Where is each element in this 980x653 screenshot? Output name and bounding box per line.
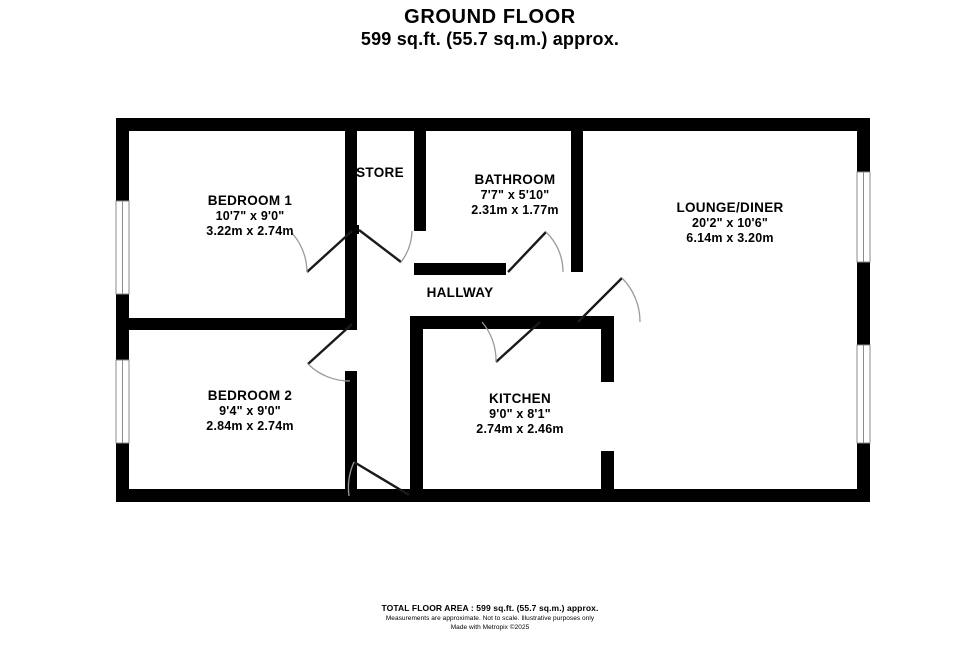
room-dim-imperial-kitchen: 9'0" x 8'1" (489, 407, 551, 421)
wall-partition-store-bathroom (414, 118, 426, 231)
doors-group (291, 229, 641, 497)
footer-credit: Made with Metropix ©2025 (450, 624, 530, 631)
wall-exterior-top (116, 118, 870, 131)
wall-kitchen-top (410, 316, 546, 329)
room-name-store: STORE (356, 165, 404, 180)
door-lounge (577, 277, 641, 323)
wall-exterior-bottom (116, 489, 870, 502)
door-bedroom2 (307, 323, 353, 382)
room-name-bathroom: BATHROOM (474, 172, 556, 187)
room-name-lounge: LOUNGE/DINER (676, 200, 784, 215)
wall-partition-bedroom1-store (345, 118, 357, 231)
walls-group (116, 118, 870, 502)
room-dim-metric-lounge: 6.14m x 3.20m (686, 231, 774, 245)
wall-bathroom-bottom (414, 263, 506, 275)
wall-partition-bedroom1-bedroom2 (116, 318, 353, 330)
plan-title-block: GROUND FLOOR 599 sq.ft. (55.7 sq.m.) app… (0, 6, 980, 50)
wall-kitchen-right-lower (601, 451, 614, 502)
wall-kitchen-right-upper (601, 316, 614, 382)
room-dim-metric-bedroom1: 3.22m x 2.74m (206, 224, 294, 238)
room-label-store: STORE (330, 165, 430, 181)
room-name-hallway: HALLWAY (426, 285, 494, 300)
room-dim-metric-kitchen: 2.74m x 2.46m (476, 422, 564, 436)
wall-partition-bedroom1-hallway (345, 231, 357, 330)
page-title: GROUND FLOOR (404, 6, 576, 28)
room-dim-imperial-bedroom2: 9'4" x 9'0" (219, 404, 281, 418)
room-label-lounge: LOUNGE/DINER 20'2" x 10'6" 6.14m x 3.20m (610, 200, 850, 246)
wall-exterior-left-upper (116, 118, 129, 201)
wall-stub-hallway-lounge (536, 316, 614, 329)
wall-exterior-right-upper (857, 118, 870, 172)
wall-exterior-right-lower (857, 443, 870, 502)
wall-kitchen-left (410, 316, 423, 502)
door-store (358, 229, 413, 263)
page-title-area: 599 sq.ft. (55.7 sq.m.) approx. (360, 29, 620, 49)
room-name-bedroom1: BEDROOM 1 (207, 193, 293, 208)
room-label-bedroom1: BEDROOM 1 10'7" x 9'0" 3.22m x 2.74m (130, 193, 370, 239)
door-bathroom (507, 231, 564, 273)
wall-exterior-right-middle (857, 262, 870, 345)
footer-total-area: TOTAL FLOOR AREA : 599 sq.ft. (55.7 sq.m… (381, 603, 599, 613)
wall-partition-bedroom2-hallway (345, 371, 357, 502)
room-name-kitchen: KITCHEN (488, 391, 552, 406)
room-dim-metric-bathroom: 2.31m x 1.77m (471, 203, 559, 217)
room-dim-imperial-lounge: 20'2" x 10'6" (691, 216, 768, 230)
room-label-kitchen: KITCHEN 9'0" x 8'1" 2.74m x 2.46m (405, 391, 635, 437)
windows-group (115, 171, 871, 444)
footer-disclaimer: Measurements are approximate. Not to sca… (385, 615, 595, 622)
plan-footer-block: TOTAL FLOOR AREA : 599 sq.ft. (55.7 sq.m… (0, 603, 980, 632)
window-bedroom1 (115, 200, 130, 295)
room-dim-metric-bedroom2: 2.84m x 2.74m (206, 419, 294, 433)
door-bedroom1 (291, 230, 353, 273)
window-bedroom2 (115, 359, 130, 444)
window-lounge-upper (856, 171, 871, 263)
wall-partition-bathroom-lounge (571, 118, 583, 272)
wall-stub-store-door-jamb (345, 225, 359, 234)
room-dim-imperial-bathroom: 7'7" x 5'10" (480, 188, 550, 202)
room-label-bedroom2: BEDROOM 2 9'4" x 9'0" 2.84m x 2.74m (130, 388, 370, 434)
door-kitchen (481, 321, 541, 363)
room-name-bedroom2: BEDROOM 2 (207, 388, 293, 403)
window-lounge-lower (856, 344, 871, 444)
room-dim-imperial-bedroom1: 10'7" x 9'0" (215, 209, 285, 223)
wall-exterior-left-lower (116, 443, 129, 502)
room-label-bathroom: BATHROOM 7'7" x 5'10" 2.31m x 1.77m (400, 172, 630, 218)
door-entrance (347, 460, 410, 497)
room-label-hallway: HALLWAY (380, 285, 540, 301)
